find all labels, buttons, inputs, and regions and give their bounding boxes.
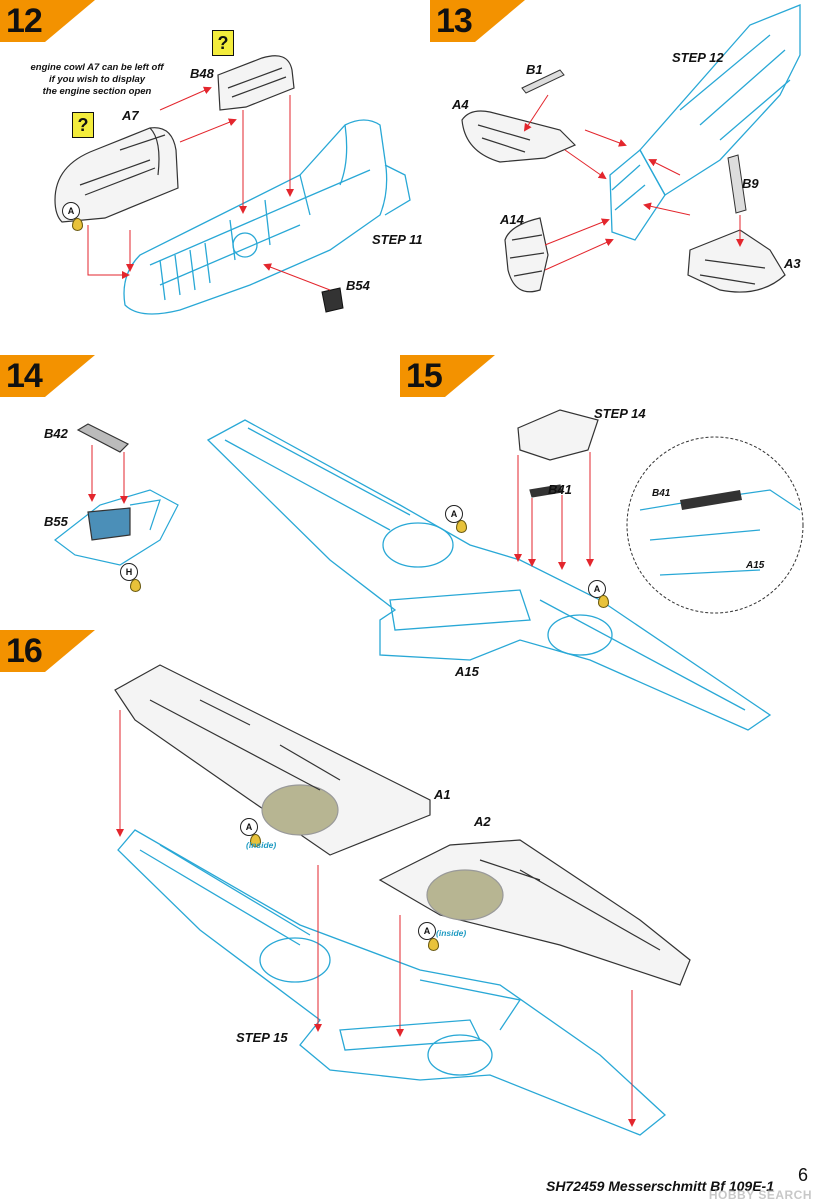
- strut-b9: [727, 154, 747, 214]
- part-b1: [521, 69, 565, 94]
- part-b54: [321, 287, 344, 313]
- label-step-11: STEP 11: [372, 232, 423, 247]
- tailplane-a4: [461, 110, 577, 163]
- label-a15-detail: A15: [746, 560, 765, 571]
- step15-wing: [206, 419, 772, 731]
- page-number: 6: [797, 1165, 808, 1185]
- note-line-3: the engine section open: [42, 86, 152, 97]
- step12-note: engine cowl A7 can be left off if you wi…: [12, 62, 182, 98]
- step16-lower-wing: [117, 829, 666, 1136]
- step-number-15: 15: [406, 357, 443, 395]
- label-a3: A3: [784, 256, 801, 271]
- step14-parts: [54, 423, 179, 566]
- label-a2: A2: [474, 814, 491, 829]
- rudder-a14: [504, 217, 549, 293]
- inside-note: (inside): [436, 928, 467, 938]
- optional-question-icon: ?: [212, 30, 234, 56]
- paint-code-icon: A: [240, 818, 258, 836]
- tailplane-a3: [687, 229, 786, 293]
- step-badge-12: 12: [0, 0, 95, 42]
- wing-a1: [114, 664, 431, 856]
- label-a4: A4: [452, 97, 469, 112]
- paint-code-icon: A: [445, 505, 463, 523]
- watermark: HOBBY SEARCH: [708, 1188, 812, 1202]
- paint-drop-icon: [456, 520, 467, 533]
- wing-a2: [378, 839, 691, 986]
- note-line-2: if you wish to display: [48, 74, 146, 85]
- step-badge-13: 13: [430, 0, 525, 42]
- label-step-12: STEP 12: [672, 50, 724, 65]
- step-badge-16: 16: [0, 630, 95, 672]
- label-b9: B9: [742, 176, 759, 191]
- step13-tail: [609, 4, 801, 241]
- label-b41: B41: [548, 482, 572, 497]
- step12-fuselage: [123, 119, 411, 315]
- label-b48: B48: [190, 66, 214, 81]
- label-step-15: STEP 15: [236, 1030, 288, 1045]
- paint-code-icon: A: [62, 202, 80, 220]
- step15-insert: [517, 409, 599, 498]
- paint-drop-icon: [130, 579, 141, 592]
- label-b41-detail: B41: [652, 488, 671, 499]
- step-badge-14: 14: [0, 355, 95, 397]
- label-a14: A14: [500, 212, 524, 227]
- step-number-16: 16: [6, 632, 43, 670]
- optional-question-icon: ?: [72, 112, 94, 138]
- step-number-12: 12: [6, 2, 43, 40]
- label-step-14: STEP 14: [594, 406, 646, 421]
- paint-drop-icon: [250, 834, 261, 847]
- label-a7: A7: [122, 108, 139, 123]
- cowl-b48: [217, 55, 295, 111]
- label-a15: A15: [455, 664, 479, 679]
- paint-code-icon: H: [120, 563, 138, 581]
- paint-code-icon: A: [588, 580, 606, 598]
- label-b42: B42: [44, 426, 68, 441]
- step-number-14: 14: [6, 357, 43, 395]
- label-b54: B54: [346, 278, 370, 293]
- paint-drop-icon: [598, 595, 609, 608]
- step-badge-15: 15: [400, 355, 495, 397]
- paint-code-icon: A: [418, 922, 436, 940]
- step15-detail-circle: [626, 436, 804, 614]
- paint-drop-icon: [428, 938, 439, 951]
- cowl-a7: [54, 127, 179, 223]
- paint-drop-icon: [72, 218, 83, 231]
- note-line-1: engine cowl A7 can be left off: [30, 62, 164, 73]
- step-number-13: 13: [436, 2, 473, 40]
- inside-note: (inside): [246, 840, 277, 850]
- kit-title: SH72459 Messerschmitt Bf 109E-1: [545, 1178, 774, 1194]
- label-b55: B55: [44, 514, 68, 529]
- label-b1: B1: [526, 62, 543, 77]
- label-a1: A1: [434, 787, 451, 802]
